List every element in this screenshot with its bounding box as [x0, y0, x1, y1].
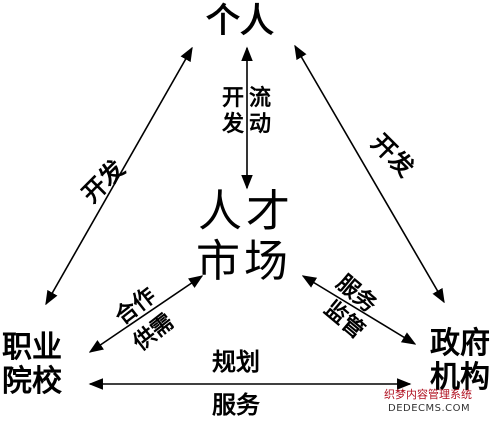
edge-label-bottom-upper: 规划	[212, 348, 260, 376]
node-talent-market-line1: 人才	[198, 186, 294, 237]
edge-label-bottom-lower: 服务	[212, 391, 260, 419]
edge-label-vertical-col2-line1: 流	[249, 86, 272, 111]
node-government-agency-line1: 政府	[430, 326, 490, 361]
node-government-agency-line2: 机构	[430, 360, 490, 395]
arrow-center-to-left	[88, 275, 204, 353]
watermark-line2: DEDECMS.COM	[388, 403, 471, 414]
arrow-top-to-right	[294, 44, 445, 304]
node-vocational-college-line1: 职业	[2, 330, 62, 365]
node-talent-market-line2: 市场	[196, 236, 292, 287]
arrow-top-to-left	[45, 46, 193, 306]
edge-label-vertical-col1-line2: 发	[222, 112, 245, 137]
watermark-line1: 织梦内容管理系统	[384, 388, 472, 401]
edge-label-vertical-col2-line2: 动	[249, 112, 272, 137]
node-individual: 个人	[206, 1, 274, 41]
edge-label-vertical-col1-line1: 开	[222, 86, 245, 111]
node-vocational-college-line2: 院校	[2, 364, 62, 399]
arrow-center-to-right	[301, 275, 417, 345]
